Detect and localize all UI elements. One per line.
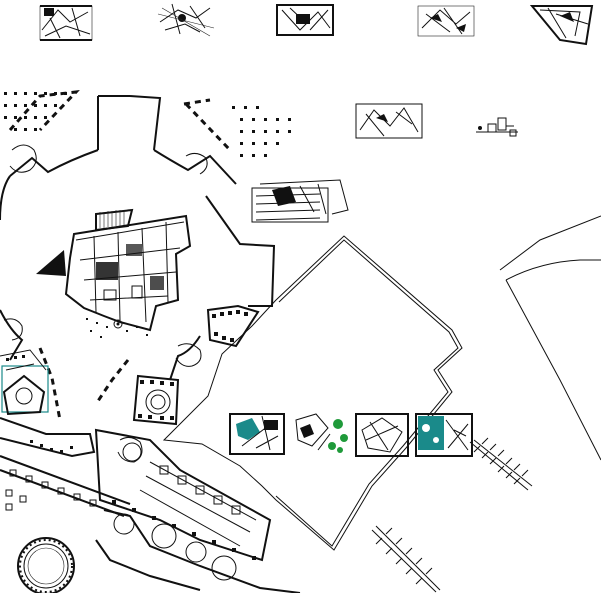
pier-bottom [371, 525, 441, 593]
colonnade-diagonal[interactable] [0, 417, 131, 517]
top-thumbnail-3[interactable] [276, 4, 334, 36]
round-temple[interactable] [17, 537, 75, 593]
panel-plan[interactable] [355, 413, 409, 457]
dot-grid-left [4, 92, 67, 131]
top-thumbnail-4[interactable] [417, 5, 475, 37]
panel-green[interactable] [295, 413, 348, 453]
cross-plan-outline[interactable] [0, 90, 276, 421]
panel-teal-2[interactable] [415, 413, 473, 457]
lower-building-complex[interactable] [94, 428, 301, 593]
top-thumbnail-5[interactable] [529, 5, 594, 46]
panel-teal-1[interactable] [229, 413, 285, 455]
central-building-plan[interactable] [36, 208, 192, 338]
legend-key-symbol[interactable] [476, 117, 518, 137]
top-thumbnail-1[interactable] [39, 5, 93, 41]
top-thumbnail-2[interactable] [157, 3, 215, 37]
road-curve [499, 215, 601, 461]
dot-grid-right [232, 106, 291, 157]
pier-right [469, 437, 533, 491]
diamond-enclosure[interactable] [162, 235, 463, 551]
small-buildings-center[interactable] [132, 304, 260, 426]
teal-highlight-building[interactable] [0, 349, 49, 416]
detail-drawing-upper[interactable] [355, 103, 423, 139]
detail-drawing-center[interactable] [251, 179, 349, 223]
